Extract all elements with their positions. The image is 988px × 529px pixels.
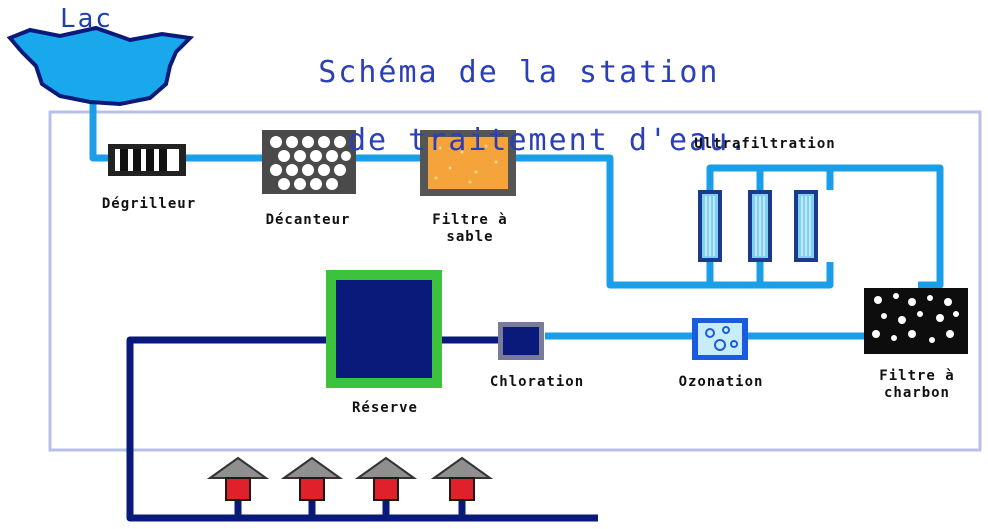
house-icon [206,456,270,501]
sand-filter-label: Filtre à sable [432,212,508,245]
degrilleur-label: Dégrilleur [101,196,197,212]
title-line-1: Schéma de la station [318,55,720,90]
title-line-2: de traitement d'eau. [348,123,750,158]
treated-water-pipes [126,336,598,522]
lake-shape [6,25,195,107]
decanteur-icon [262,130,356,194]
house-icon [280,456,344,501]
chloration-icon [498,322,544,360]
charcoal-filter-label: Filtre à charbon [879,368,955,401]
reserve-label: Réserve [351,400,418,416]
ozonation-icon [692,318,748,360]
reserve-tank-icon [326,270,442,388]
charcoal-filter-icon [864,288,968,354]
chloration-label: Chloration [489,374,585,390]
house-icon [354,456,418,501]
ultrafiltration-label: Ultrafiltration [694,136,836,152]
diagram-title: Schéma de la station de traitement d'eau… [238,22,938,226]
houses [206,456,494,501]
station-boundary [48,110,982,452]
lake-label: Lac [60,4,113,34]
ozonation-label: Ozonation [678,374,764,390]
raw-water-pipes [89,100,944,340]
sand-filter-icon [420,130,516,196]
degrilleur-icon [108,144,186,176]
decanteur-label: Décanteur [265,212,351,228]
ultrafiltration-icon [698,190,818,262]
house-icon [430,456,494,501]
